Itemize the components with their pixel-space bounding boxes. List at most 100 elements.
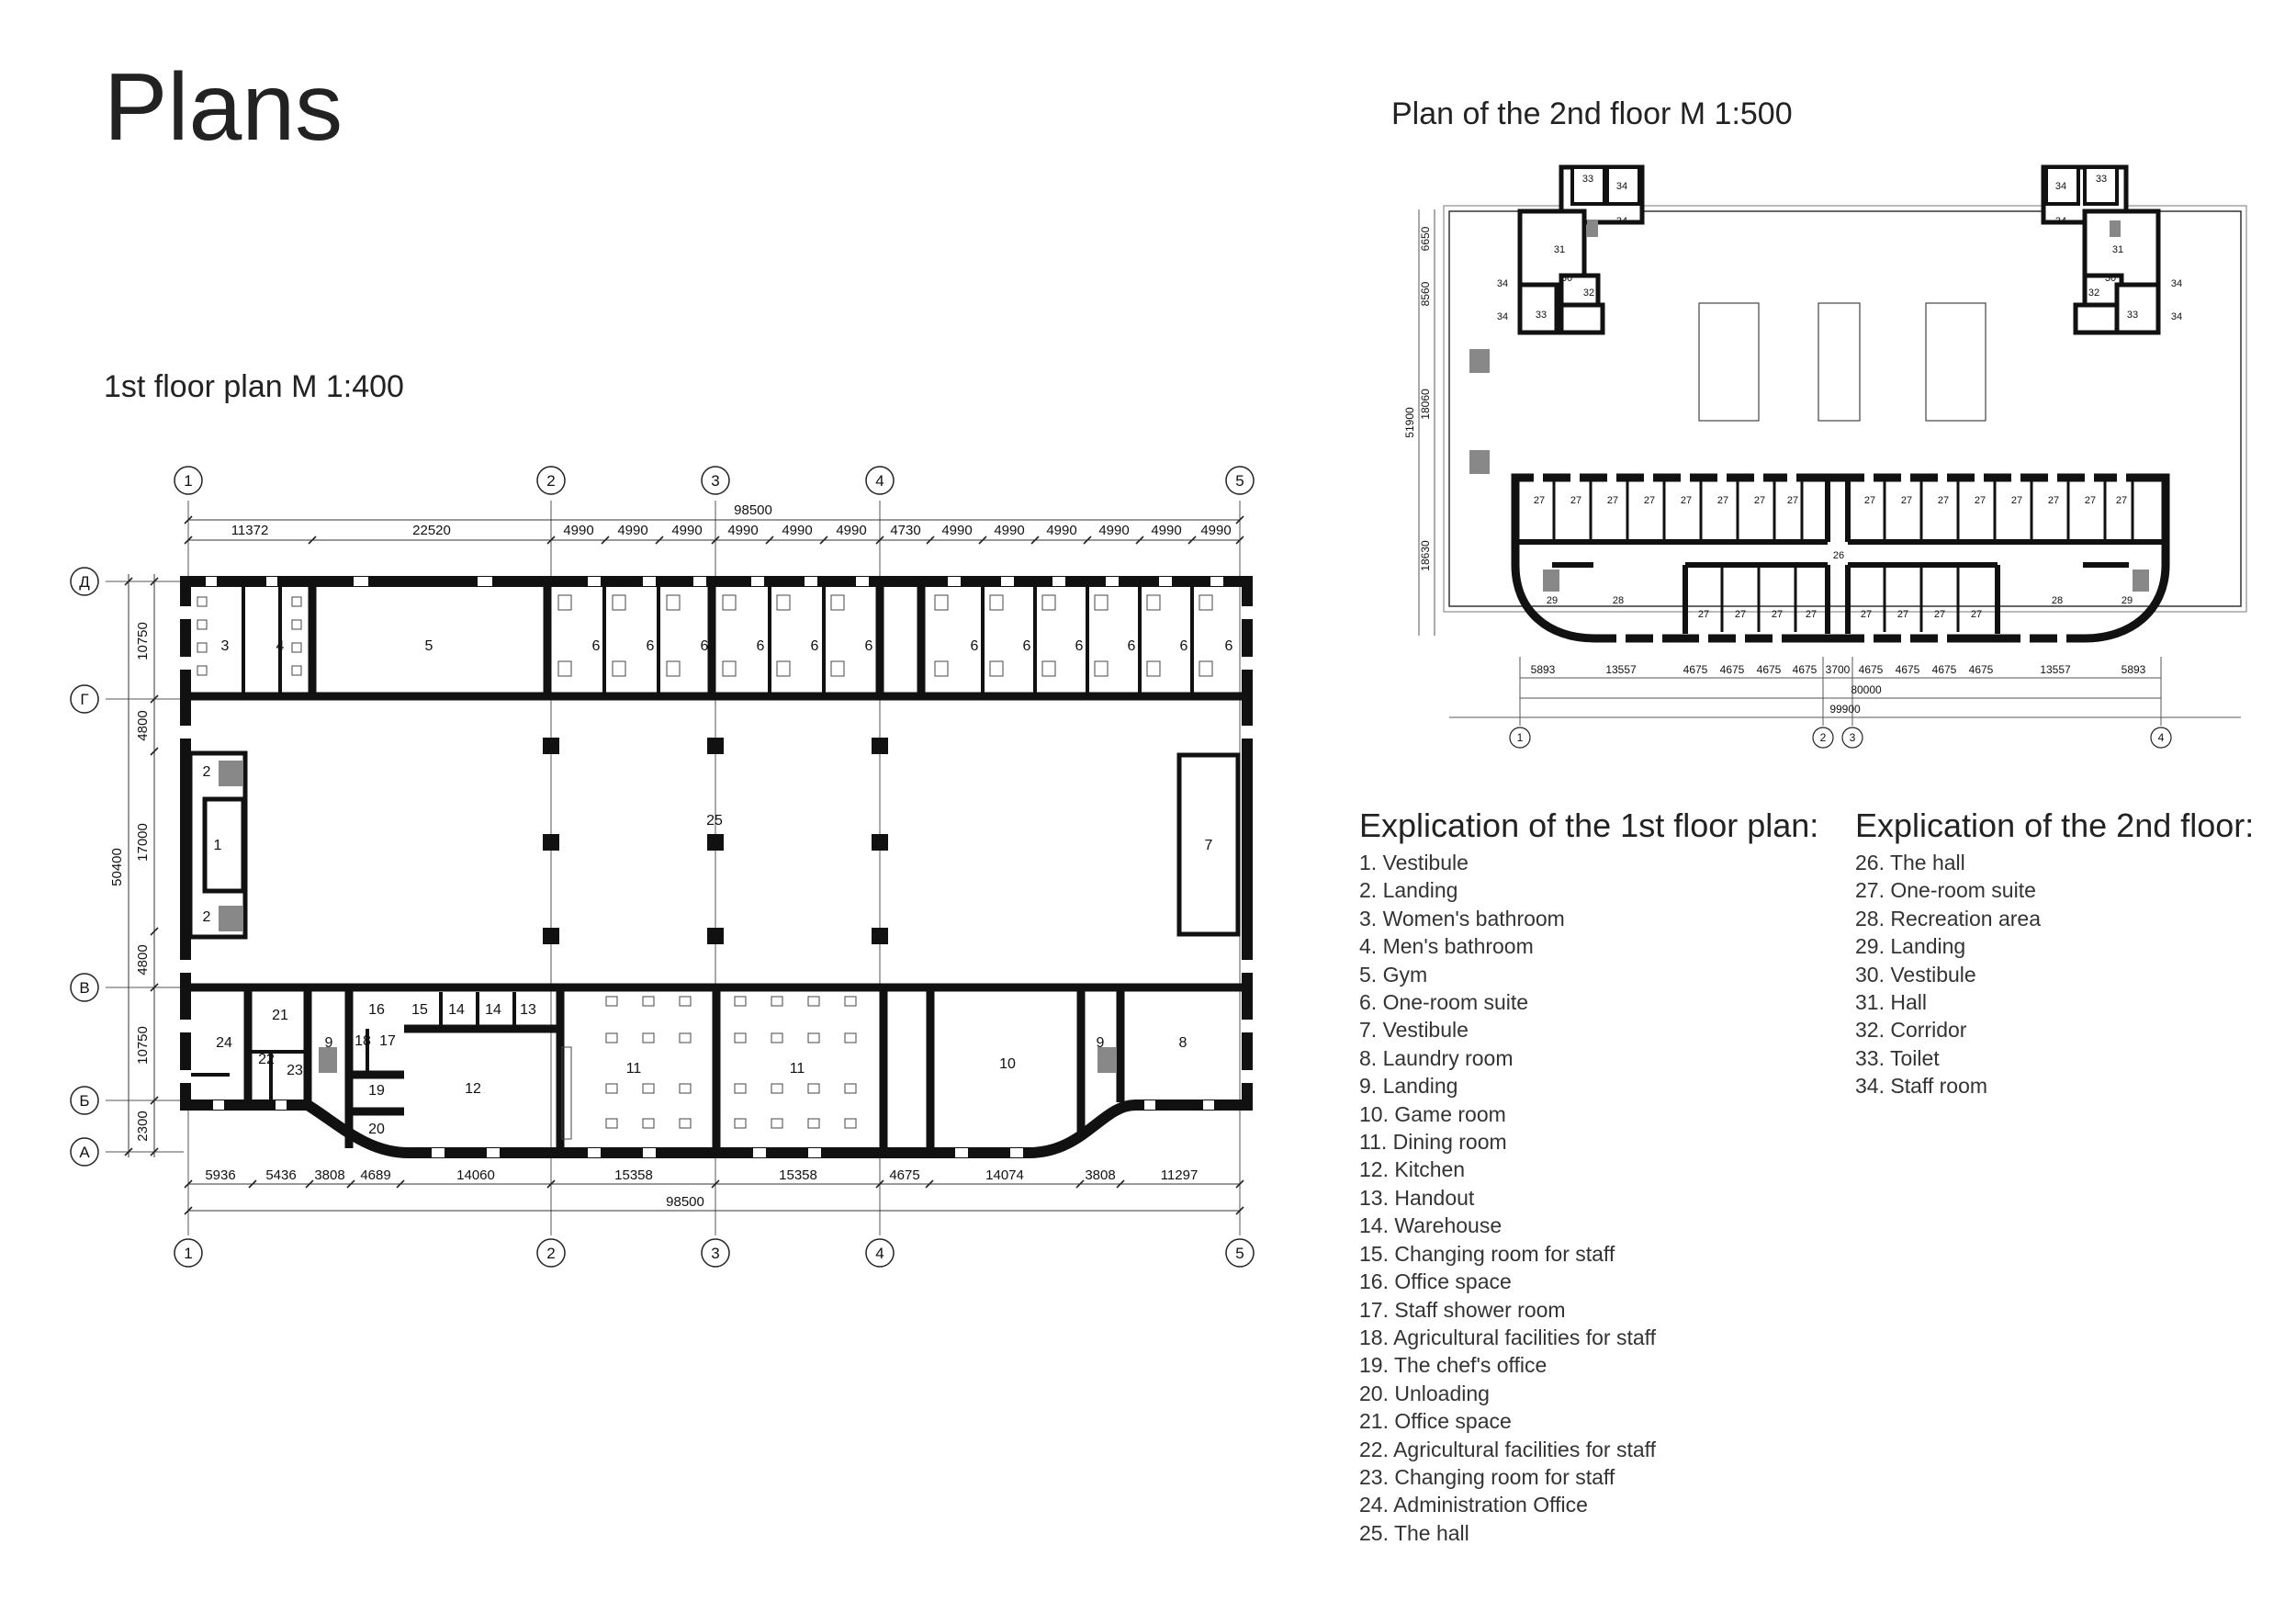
room-label: 4 xyxy=(276,638,285,654)
plan2-title: Plan of the 2nd floor M 1:500 xyxy=(1391,96,1793,131)
explication-first-floor: Explication of the 1st floor plan: 1. Ve… xyxy=(1359,806,1818,1547)
axis-label: Б xyxy=(79,1092,89,1110)
explication-item: 12. Kitchen xyxy=(1359,1157,1466,1182)
explication-item: 17. Staff shower room xyxy=(1359,1297,1566,1322)
room-label: 6 xyxy=(647,638,655,654)
dimension-value: 5893 xyxy=(1531,663,1556,676)
explication-item: 9. Landing xyxy=(1359,1074,1458,1099)
room-label: 34 xyxy=(2171,311,2182,322)
room-label: 6 xyxy=(1128,638,1136,654)
room-label: 27 xyxy=(1698,609,1709,620)
room-label: 6 xyxy=(811,638,819,654)
room-label: 27 xyxy=(1735,609,1746,620)
room-label: 31 xyxy=(1554,244,1565,255)
room-label: 18 xyxy=(355,1033,371,1049)
dimension-value: 15358 xyxy=(779,1167,817,1183)
dimension-value: 10750 xyxy=(135,622,151,660)
room-label: 17 xyxy=(379,1033,396,1049)
axis-label: 1 xyxy=(1517,731,1524,744)
axis-bubble xyxy=(865,1238,895,1268)
room-label: 27 xyxy=(1864,495,1875,506)
room-label: 27 xyxy=(2116,495,2127,506)
axis-label: 2 xyxy=(1820,731,1827,744)
axis-bubble xyxy=(174,466,203,495)
dimension-value: 8560 xyxy=(1419,281,1432,306)
explication-item: 28. Recreation area xyxy=(1855,906,2042,930)
explication-item: 4. Men's bathroom xyxy=(1359,934,1534,959)
plan2-gridlines xyxy=(1418,209,2241,726)
room-label: 6 xyxy=(1225,638,1233,654)
dimension-value: 3808 xyxy=(1085,1167,1115,1183)
explication-item: 27. One-room suite xyxy=(1855,878,2036,903)
room-label: 30 xyxy=(1561,273,1572,284)
room-label: 34 xyxy=(1497,311,1508,322)
room-label: 19 xyxy=(368,1083,385,1099)
second-floor-plan: 1 2 3 4 5893 13557 4675 4675 4675 4675 3… xyxy=(1403,164,2247,749)
dimension-value: 4675 xyxy=(1757,663,1782,676)
plan1-stairs xyxy=(219,761,1116,1073)
dimension-overall-left: 51900 xyxy=(1403,407,1416,438)
axis-bubble xyxy=(70,973,99,1002)
room-label: 14 xyxy=(485,1002,501,1018)
explication-item: 10. Game room xyxy=(1359,1101,1506,1126)
room-label: 28 xyxy=(1613,595,1624,606)
room-label: 22 xyxy=(258,1052,275,1067)
explication-item: 30. Vestibule xyxy=(1855,962,1976,987)
room-label: 20 xyxy=(368,1122,385,1137)
axis-bubble xyxy=(2150,727,2172,749)
room-label: 23 xyxy=(287,1063,303,1078)
plan1-axis-markers-bottom: 1 2 3 4 5 xyxy=(174,1238,1255,1268)
room-label: 13 xyxy=(520,1002,536,1018)
dimension-value: 4800 xyxy=(135,944,151,975)
dimension-value: 15358 xyxy=(614,1167,653,1183)
explication-item: 11. Dining room xyxy=(1359,1130,1507,1155)
axis-label: 4 xyxy=(875,1245,884,1262)
explication-item: 13. Handout xyxy=(1359,1185,1475,1210)
dimension-value: 4990 xyxy=(836,523,866,538)
plan1-dimension-values: 98500 11372 22520 4990 4990 4990 4990 49… xyxy=(109,502,1232,1210)
plan1-room-labels: 1 2 2 3 4 5 6 6 6 6 6 6 6 6 6 6 6 6 7 8 … xyxy=(203,638,1233,1137)
explication-item: 26. The hall xyxy=(1855,851,1965,874)
room-label: 33 xyxy=(1582,174,1593,185)
axis-label: 4 xyxy=(875,472,884,490)
explication-item: 18. Agricultural facilities for staff xyxy=(1359,1325,1656,1349)
plan1-axis-markers-top: 1 2 3 4 5 xyxy=(174,466,1255,495)
explication-item: 15. Changing room for staff xyxy=(1359,1241,1615,1266)
room-label: 7 xyxy=(1205,838,1213,853)
dimension-value: 4675 xyxy=(1683,663,1708,676)
room-label: 27 xyxy=(1861,609,1872,620)
dimension-value: 4990 xyxy=(782,523,812,538)
explication-item: 8. Laundry room xyxy=(1359,1045,1514,1070)
dimension-value: 10750 xyxy=(135,1026,151,1065)
room-label: 33 xyxy=(1536,310,1547,321)
plan2-stairs xyxy=(1469,220,2149,592)
axis-label: 3 xyxy=(1850,731,1856,744)
room-label: 27 xyxy=(1754,495,1765,506)
explication-item: 31. Hall xyxy=(1855,990,1927,1015)
room-label: 30 xyxy=(2105,273,2116,284)
dimension-value: 4990 xyxy=(1200,523,1231,538)
room-label: 27 xyxy=(1607,495,1618,506)
dimension-value: 4675 xyxy=(1969,663,1994,676)
dimension-value: 4990 xyxy=(671,523,702,538)
plan1-gridlines xyxy=(106,501,1241,1235)
room-label: 34 xyxy=(2055,216,2066,227)
room-label: 6 xyxy=(592,638,601,654)
dimension-value: 4675 xyxy=(1720,663,1745,676)
plan2-room-labels: 26 27 27 27 27 27 27 27 27 27 27 27 27 2… xyxy=(1497,174,2182,620)
room-label: 6 xyxy=(701,638,709,654)
explication-first-floor-heading: Explication of the 1st floor plan: xyxy=(1359,806,1819,844)
room-label: 34 xyxy=(2055,181,2066,192)
room-label: 6 xyxy=(865,638,873,654)
dimension-overall-left: 50400 xyxy=(109,848,125,886)
explication-item: 29. Landing xyxy=(1855,934,1966,959)
plan2-windows xyxy=(1534,473,2126,643)
room-label: 27 xyxy=(1534,495,1545,506)
explication-item: 23. Changing room for staff xyxy=(1359,1464,1615,1489)
plan2-dimension-values: 5893 13557 4675 4675 4675 4675 3700 4675… xyxy=(1403,226,2146,716)
explication-item: 19. The chef's office xyxy=(1359,1353,1548,1378)
room-label: 2 xyxy=(203,764,211,780)
dimension-value: 4990 xyxy=(727,523,758,538)
room-label: 9 xyxy=(325,1035,333,1051)
dimension-value: 4990 xyxy=(617,523,647,538)
